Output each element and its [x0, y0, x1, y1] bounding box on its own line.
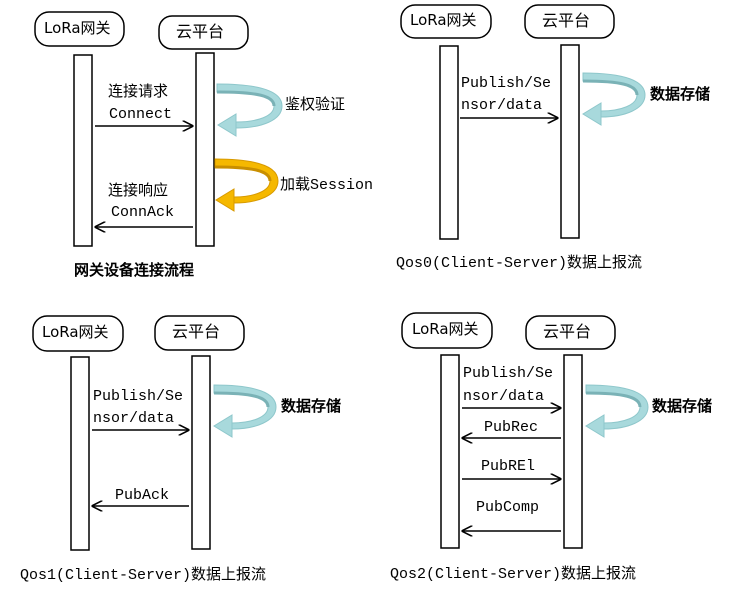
- publish-msg-line1: Publish/Se: [93, 388, 184, 405]
- panel-qos2: [401, 312, 649, 549]
- cloud-lifeline: [191, 355, 211, 550]
- gateway-box: [400, 4, 492, 39]
- panel-qos0: [400, 4, 646, 240]
- panel-caption: Qos0(Client-Server)数据上报流: [396, 255, 643, 272]
- panel-caption: Qos1(Client-Server)数据上报流: [20, 567, 267, 584]
- publish-msg-line1: Publish/Se: [463, 365, 554, 382]
- cloud-lifeline: [560, 44, 580, 239]
- store-self-arrow-icon: [585, 384, 649, 438]
- connack-msg-line1: 连接响应: [108, 181, 169, 199]
- auth-self-arrow-icon: [216, 83, 283, 137]
- publish-msg-line2: nsor/data: [463, 388, 545, 405]
- cloud-lifeline: [195, 52, 215, 247]
- pubrec-msg: PubRec: [484, 419, 539, 436]
- cloud-box: [525, 315, 616, 350]
- gateway-label: LoRa网关: [410, 11, 477, 29]
- pubcomp-msg: PubComp: [476, 499, 540, 516]
- session-self-arrow-icon: [214, 158, 279, 212]
- store-self-arrow-icon: [582, 72, 646, 126]
- gateway-lifeline: [73, 54, 93, 247]
- store-label: 数据存储: [652, 397, 713, 415]
- cloud-label: 云平台: [176, 22, 225, 41]
- puback-msg: PubAck: [115, 487, 170, 504]
- gateway-label: LoRa网关: [412, 320, 479, 338]
- store-self-arrow-icon: [213, 384, 277, 438]
- cloud-lifeline: [563, 354, 583, 549]
- store-label: 数据存储: [281, 397, 342, 415]
- panel-qos1: [32, 315, 277, 551]
- connack-msg-line2: ConnAck: [111, 204, 175, 221]
- panel-caption: Qos2(Client-Server)数据上报流: [390, 566, 637, 583]
- gateway-label: LoRa网关: [44, 19, 111, 37]
- cloud-box: [524, 4, 615, 39]
- pubrel-msg: PubREl: [481, 458, 536, 475]
- gateway-box: [34, 11, 125, 47]
- cloud-box: [158, 15, 249, 50]
- cloud-label: 云平台: [543, 322, 592, 341]
- cloud-label: 云平台: [542, 11, 591, 30]
- auth-label: 鉴权验证: [285, 95, 346, 113]
- publish-msg-line2: nsor/data: [93, 410, 175, 427]
- cloud-label: 云平台: [172, 322, 221, 341]
- publish-msg-line1: Publish/Se: [461, 75, 552, 92]
- gateway-label: LoRa网关: [42, 323, 109, 341]
- panel-connect: [34, 11, 283, 247]
- cloud-box: [154, 315, 245, 351]
- gateway-box: [32, 315, 124, 352]
- gateway-lifeline: [439, 45, 459, 240]
- gateway-lifeline: [70, 356, 90, 551]
- connect-msg-line1: 连接请求: [108, 82, 169, 100]
- gateway-lifeline: [440, 354, 460, 549]
- store-label: 数据存储: [650, 85, 711, 103]
- gateway-box: [401, 312, 493, 349]
- panel-caption: 网关设备连接流程: [74, 261, 195, 279]
- connect-msg-line2: Connect: [109, 106, 173, 123]
- publish-msg-line2: nsor/data: [461, 97, 543, 114]
- session-label: 加载Session: [280, 177, 374, 194]
